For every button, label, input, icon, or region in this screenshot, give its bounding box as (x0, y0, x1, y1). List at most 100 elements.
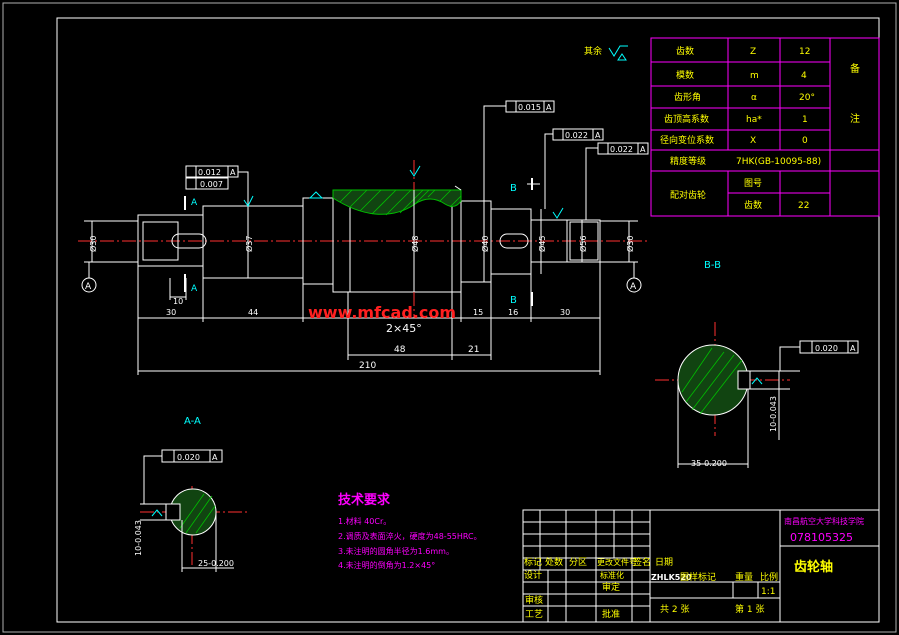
keyway-left (171, 233, 207, 249)
tech-item: 2.调质及表面淬火，硬度为48-55HRC。 (338, 531, 482, 541)
datum-a-label: A (630, 282, 637, 292)
section-title: A-A (184, 416, 201, 427)
section-mark-a: A (191, 284, 198, 294)
svg-text:A: A (230, 168, 236, 177)
section-b-b: B-B 0.020 A 35-0.200 10-0.043 (655, 260, 859, 468)
precision-value: 7HK(GB-10095-88) (736, 157, 821, 167)
gear-row-value: 0 (802, 136, 808, 146)
inner-frame (56, 17, 880, 623)
section-mark-b: B (510, 295, 517, 306)
length-dim: 44 (248, 308, 258, 317)
svg-text:0.012: 0.012 (198, 168, 221, 177)
title-block-label: 比例 (760, 571, 778, 583)
title-block: 标记 处数 分区 更改文件号 签名 日期 设计 标准化 ZHLK520 图样标记… (522, 509, 880, 623)
title-block-label: 批准 (602, 608, 620, 620)
title-block-label: 审定 (602, 581, 620, 593)
tech-item: 4.未注明的倒角为1.2×45° (338, 560, 435, 570)
length-dim: 30 (166, 308, 176, 317)
length-dim: 210 (359, 361, 376, 371)
diameter-label: Ø30 (625, 236, 635, 252)
gear-row-value: 4 (801, 71, 807, 81)
diameter-label: Ø56 (578, 236, 588, 252)
title-block-label: 日期 (655, 557, 673, 568)
length-dim: 10 (173, 297, 183, 306)
width-dim: 35-0.200 (691, 459, 727, 468)
school-name: 南昌航空大学科技学院 (784, 516, 864, 526)
title-block-label: 审核 (525, 594, 543, 606)
svg-text:A: A (640, 145, 646, 154)
gear-row-value: 1 (802, 115, 808, 125)
title-block-label: 图样标记 (680, 571, 716, 583)
chamfer-note: 2×45° (386, 322, 422, 335)
title-block-label: 设计 (524, 569, 542, 581)
tolerance-value: 0.020 (177, 453, 200, 462)
tech-title: 技术要求 (338, 492, 391, 508)
title-block-label: 标记 (524, 556, 542, 568)
tolerance-frame: 0.015 A (483, 100, 555, 209)
diameter-label: Ø37 (244, 236, 254, 252)
tolerance-frame: 0.012 A 0.007 (185, 165, 249, 206)
datum-a-marker (81, 277, 97, 293)
tolerance-ref: A (212, 453, 218, 462)
mating-row-value: 22 (798, 201, 809, 211)
diameter-label: Ø30 (88, 236, 98, 252)
svg-text:A: A (595, 131, 601, 140)
title-block-label: 签名 (633, 556, 651, 568)
mating-row-name: 图号 (744, 178, 762, 189)
student-number: 078105325 (790, 531, 853, 544)
technical-requirements: 技术要求 1.材料 40Cr。 2.调质及表面淬火，硬度为48-55HRC。 3… (338, 492, 482, 570)
sheet-number: 第 1 张 (735, 603, 764, 615)
section-title: B-B (704, 260, 721, 271)
tolerance-ref: A (850, 344, 856, 353)
section-mark-a: A (191, 198, 198, 208)
gear-row-symbol: Z (750, 47, 756, 57)
gear-row-symbol: ha* (746, 115, 762, 125)
svg-text:A: A (546, 103, 552, 112)
mating-row-name: 齿数 (744, 199, 762, 211)
diameter-label: Ø40 (480, 236, 490, 252)
length-dim: 15 (473, 308, 483, 317)
svg-text:其余: 其余 (584, 45, 602, 57)
key-dim: 10-0.043 (134, 520, 143, 556)
gear-row-name: 齿数 (676, 45, 694, 57)
gear-row-value: 12 (799, 47, 810, 57)
gear-row-symbol: m (750, 71, 759, 81)
remark-label: 注 (850, 112, 860, 125)
remark-label: 备 (850, 62, 860, 75)
sheet-count: 共 2 张 (660, 604, 689, 615)
gear-hatch (332, 189, 462, 215)
title-block-label: 分区 (569, 557, 587, 568)
gear-row-name: 径向变位系数 (660, 134, 714, 146)
precision-label: 精度等级 (670, 155, 706, 167)
title-block-label: 标准化 (600, 570, 624, 580)
length-dim: 48 (394, 345, 406, 355)
key-dim: 10-0.043 (769, 396, 778, 432)
svg-text:0.007: 0.007 (200, 180, 223, 189)
section-mark-b: B (510, 183, 517, 194)
tolerance-value: 0.020 (815, 344, 838, 353)
gear-parameter-table: 齿数 Z 12 模数 m 4 齿形角 α 20° 齿顶高系数 ha* 1 径向变… (650, 37, 880, 217)
tech-item: 3.未注明的圆角半径为1.6mm。 (338, 546, 454, 556)
shaft-main-view: Ø30 Ø37 Ø48 Ø40 Ø45 Ø56 Ø30 A A A A B (78, 100, 649, 375)
gear-row-name: 模数 (676, 69, 694, 81)
datum-a-label: A (85, 282, 92, 292)
title-block-label: 重量 (735, 571, 753, 583)
svg-text:0.022: 0.022 (610, 145, 633, 154)
diameter-label: Ø45 (537, 236, 547, 252)
tolerance-frame: 0.022 A (585, 142, 649, 220)
length-dim: 21 (468, 345, 479, 355)
gear-row-name: 齿形角 (674, 91, 701, 103)
mating-gear-label: 配对齿轮 (670, 189, 706, 201)
title-block-label: 工艺 (525, 609, 543, 620)
keyway-right (499, 233, 529, 249)
datum-a-marker (626, 277, 642, 293)
length-dim: 30 (560, 308, 570, 317)
part-name: 齿轮轴 (794, 559, 833, 575)
gear-row-symbol: α (751, 93, 757, 103)
general-roughness-note: 其余 (584, 45, 628, 61)
gear-row-name: 齿顶高系数 (664, 113, 709, 125)
gear-row-value: 20° (799, 93, 815, 103)
width-dim: 25-0.200 (198, 559, 234, 568)
